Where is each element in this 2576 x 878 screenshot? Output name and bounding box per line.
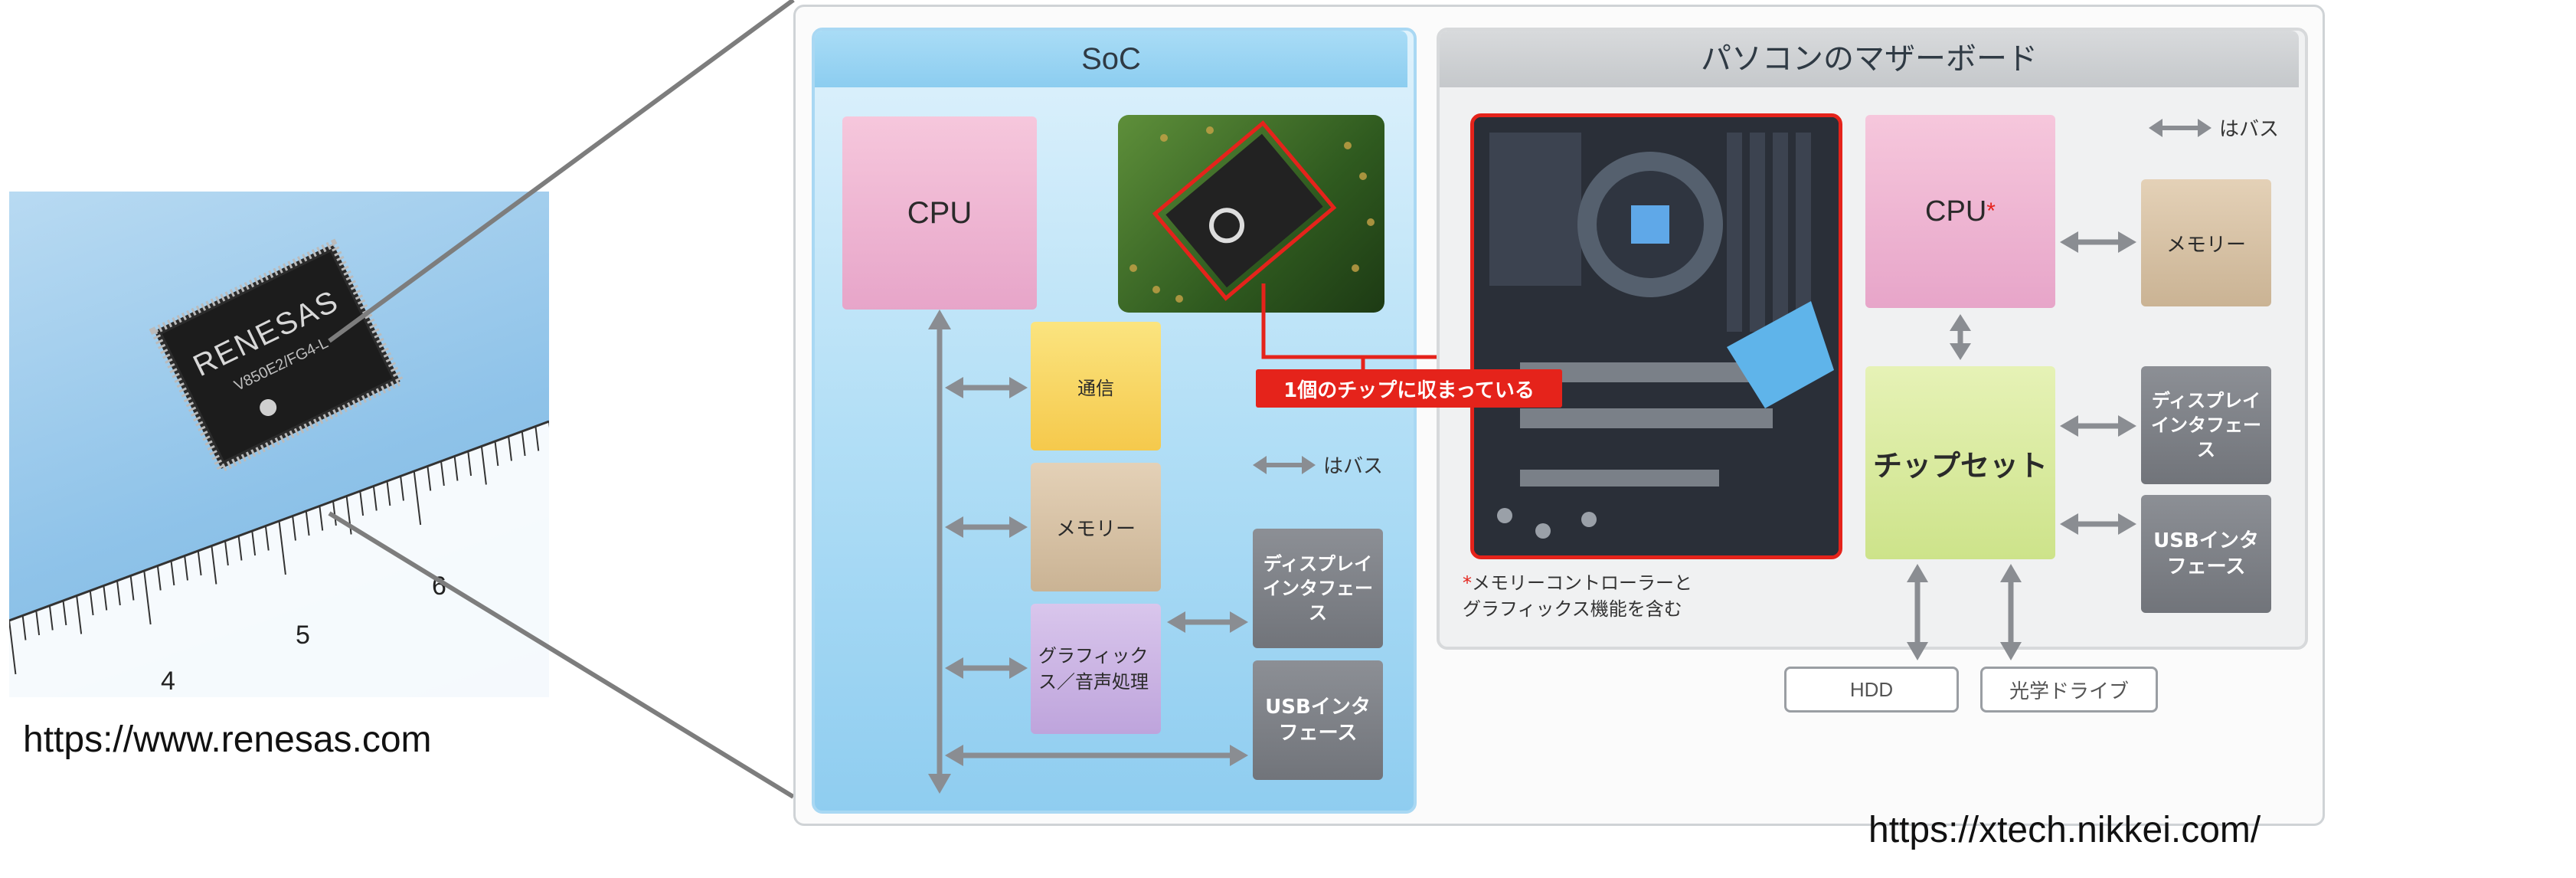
ruler-tick <box>184 555 188 581</box>
soc-comms-block: 通信 <box>1031 322 1161 450</box>
ruler-tick <box>508 436 512 461</box>
soc-chip-photo <box>1118 115 1384 313</box>
soc-cpu-block: CPU <box>842 116 1037 310</box>
pc-usb-if-block: USBインタフェース <box>2141 495 2271 613</box>
ruler-tick <box>400 476 404 501</box>
ruler-tick <box>76 595 83 634</box>
ruler-tick <box>35 610 41 636</box>
ruler-tick <box>534 426 540 451</box>
ruler-tick <box>453 456 459 481</box>
ruler-tick <box>251 530 257 556</box>
ruler-tick <box>197 550 202 576</box>
photo-credit: https://www.renesas.com <box>23 719 432 760</box>
soc-display-if-block: ディスプレイインタフェース <box>1253 529 1383 648</box>
pc-chipset-block: チップセット <box>1865 366 2055 559</box>
ruler-tick <box>116 580 121 606</box>
pc-title: パソコンのマザーボード <box>1440 31 2299 87</box>
ruler-tick <box>156 565 162 591</box>
single-chip-callout: 1個のチップに収まっている <box>1256 369 1562 408</box>
footnote-line1: メモリーコントローラーと <box>1472 572 1692 594</box>
ruler-tick <box>224 540 229 566</box>
soc-graphics-block: グラフィックス／音声処理 <box>1031 604 1161 734</box>
footnote-mark: * <box>1463 572 1472 594</box>
pc-bus-legend: はバス <box>2149 113 2279 142</box>
ruler-tick <box>372 486 378 511</box>
ruler-tick <box>494 441 499 467</box>
chip-photo: 4 5 6 RENESAS V850E2/FG4-L <box>9 192 549 697</box>
bus-arrow-icon <box>2149 118 2212 137</box>
ruler-tick <box>386 480 391 506</box>
ruler-tick <box>319 506 324 531</box>
ruler-tick <box>62 600 67 626</box>
ruler-tick <box>480 446 487 485</box>
soc-legend-text: はバス <box>1323 455 1384 478</box>
ruler-tick <box>129 575 135 601</box>
ruler-tick <box>467 450 472 477</box>
ruler-tick <box>143 570 152 625</box>
ruler-number: 4 <box>161 667 175 696</box>
diagram-credit: https://xtech.nikkei.com/ <box>1868 810 2261 850</box>
ruler-tick <box>89 590 94 616</box>
ruler-tick <box>211 545 217 585</box>
soc-memory-block: メモリー <box>1031 463 1161 591</box>
pc-cpu-block: CPU* <box>1865 115 2055 308</box>
ruler-tick <box>237 536 243 561</box>
pc-display-if-block: ディスプレイインタフェース <box>2141 366 2271 484</box>
soc-usb-if-block: USBインタフェース <box>1253 660 1383 780</box>
ruler-tick <box>9 620 17 675</box>
bus-arrow-icon <box>1253 455 1316 474</box>
ruler-tick <box>332 500 337 526</box>
ruler-tick <box>292 516 296 541</box>
soc-bus-legend: はバス <box>1253 450 1383 479</box>
ruler-tick <box>103 585 108 611</box>
motherboard-photo <box>1470 113 1842 559</box>
ruler-tick <box>521 431 526 457</box>
optical-drive-box: 光学ドライブ <box>1980 667 2158 713</box>
ruler-number: 5 <box>296 621 310 650</box>
footnote-line2: グラフィックス機能を含む <box>1463 598 1682 620</box>
pc-cpu-label: CPU <box>1925 195 1987 228</box>
ruler-tick <box>413 470 422 526</box>
pc-cpu-mark: * <box>1986 198 1996 224</box>
ruler-tick <box>305 510 310 536</box>
pc-memory-block: メモリー <box>2141 179 2271 306</box>
ruler-tick <box>21 615 27 640</box>
ruler-tick <box>170 560 175 586</box>
soc-title: SoC <box>815 31 1407 87</box>
ruler-tick <box>440 460 445 487</box>
pc-footnote: *メモリーコントローラーと グラフィックス機能を含む <box>1463 570 1692 622</box>
ruler-tick <box>264 526 270 551</box>
ruler-tick <box>278 520 286 575</box>
ruler-tick <box>48 605 54 631</box>
hdd-box: HDD <box>1784 667 1959 713</box>
ruler-tick <box>359 490 364 516</box>
ruler-tick <box>427 466 432 491</box>
pc-legend-text: はバス <box>2219 118 2280 141</box>
